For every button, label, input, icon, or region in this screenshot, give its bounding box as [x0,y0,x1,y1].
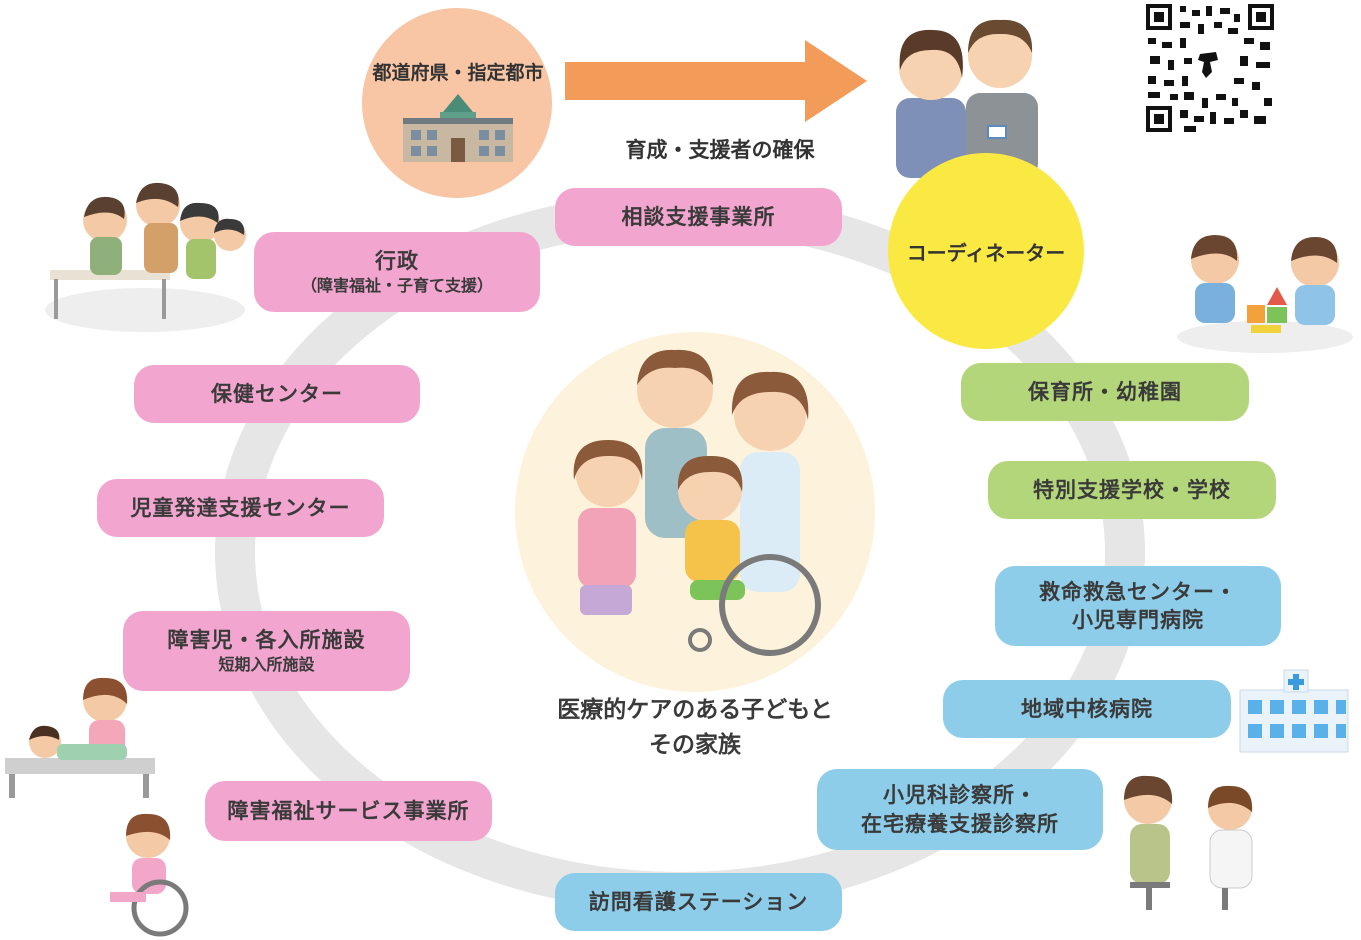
box-gyousei: 行政 （障害福祉・子育て支援） [254,232,540,312]
box-shisetsu: 障害児・各入所施設 短期入所施設 [123,611,410,691]
box-jidou-label: 児童発達支援センター [130,495,351,520]
box-shisetsu-sub: 短期入所施設 [218,654,315,674]
coordinator-circle: コーディネーター [888,153,1084,349]
wheelchair-girl-illustration [110,813,189,937]
meeting-illustration [45,182,246,332]
hospital-building-icon [1239,669,1349,753]
box-shisetsu-label: 障害児・各入所施設 [167,628,366,653]
box-shinryo-line1: 小児科診察所・ [883,783,1037,808]
bed-care-illustration [5,677,155,798]
box-hoken-label: 保健センター [211,381,343,406]
coordinators-illustration [896,19,1038,178]
box-hoikusho-label: 保育所・幼稚園 [1028,379,1182,404]
prefecture-label: 都道府県・指定都市 [372,62,544,84]
box-chiiki-label: 地域中核病院 [1021,696,1153,721]
box-chiiki: 地域中核病院 [943,680,1231,738]
box-hoikusho: 保育所・幼稚園 [961,363,1249,421]
box-gakkou-label: 特別支援学校・学校 [1033,477,1231,502]
box-fukushi-label: 障害福祉サービス事業所 [227,798,470,823]
box-houmon-label: 訪問看護ステーション [588,889,809,914]
box-shinryo: 小児科診察所・ 在宅療養支援診察所 [817,769,1103,850]
box-gyousei-sub: （障害福祉・子育て支援） [300,275,493,295]
family-illustration [573,349,821,656]
box-soudan: 相談支援事業所 [555,188,842,246]
box-gyousei-label: 行政 [375,249,419,274]
prefecture-building-icon [403,94,513,162]
box-hoken: 保健センター [134,365,420,423]
doctor-consult-illustration [1124,775,1253,910]
box-kyumei-line2: 小児専門病院 [1072,608,1204,632]
center-caption-line2: その家族 [649,731,741,758]
coordinator-label: コーディネーター [906,240,1066,265]
box-shinryo-line2: 在宅療養支援診察所 [861,811,1059,836]
box-jidou: 児童発達支援センター [97,479,384,537]
box-soudan-label: 相談支援事業所 [621,204,776,229]
qr-code-icon [1144,2,1276,134]
center-caption-line1: 医療的ケアのある子どもと [557,697,833,723]
box-kyumei-line1: 救命救急センター・ [1039,579,1237,604]
kids-playing-illustration [1177,235,1353,353]
arrow-caption: 育成・支援者の確保 [625,138,815,162]
center-caption: 医療的ケアのある子どもと その家族 [520,693,870,762]
box-kyumei: 救命救急センター・ 小児専門病院 [995,566,1281,646]
arrow-icon [565,40,867,122]
box-houmon: 訪問看護ステーション [555,873,842,931]
box-gakkou: 特別支援学校・学校 [988,461,1276,519]
box-fukushi: 障害福祉サービス事業所 [205,781,492,841]
